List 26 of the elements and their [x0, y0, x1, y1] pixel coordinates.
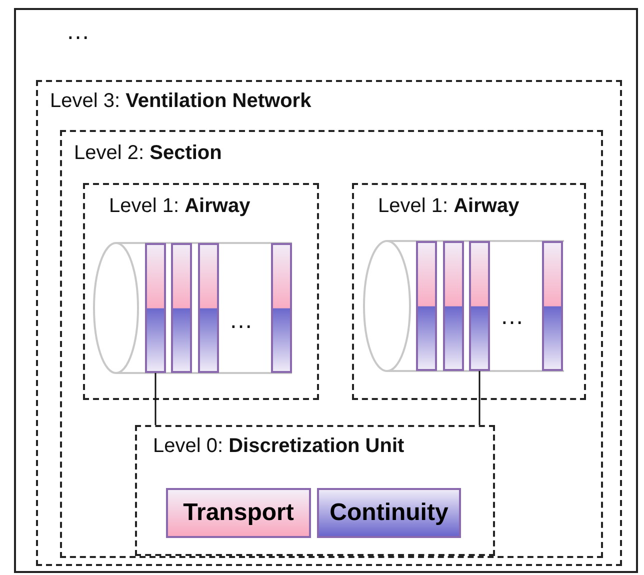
- discretization-bar: [171, 243, 192, 373]
- dashed-group-box: [352, 183, 586, 400]
- discretization-bar: [542, 241, 563, 371]
- discretization-bar: [416, 241, 437, 371]
- discretization-bar: [271, 243, 292, 373]
- transport-block: Transport: [166, 488, 311, 538]
- level-title: Level 3: Ventilation Network: [50, 90, 312, 113]
- level-title: Level 1: Airway: [109, 195, 250, 218]
- level-title: Level 1: Airway: [378, 195, 520, 218]
- outer-frame: [14, 8, 638, 573]
- dashed-group-box: [135, 425, 495, 556]
- continuity-block: Continuity: [317, 488, 461, 538]
- connector-line: [154, 373, 156, 425]
- connector-line: [478, 371, 480, 425]
- level-title: Level 2: Section: [74, 142, 222, 165]
- dashed-group-box: [36, 80, 622, 566]
- discretization-bar: [443, 241, 464, 371]
- ellipsis: …: [229, 307, 253, 335]
- discretization-bar: [198, 243, 219, 373]
- ellipsis: …: [500, 303, 524, 331]
- dashed-group-box: [83, 183, 319, 400]
- dashed-group-box: [60, 130, 603, 558]
- level-title: Level 0: Discretization Unit: [153, 435, 404, 458]
- discretization-bar: [145, 243, 166, 373]
- discretization-bar: [469, 241, 490, 371]
- ellipsis: …: [66, 18, 90, 46]
